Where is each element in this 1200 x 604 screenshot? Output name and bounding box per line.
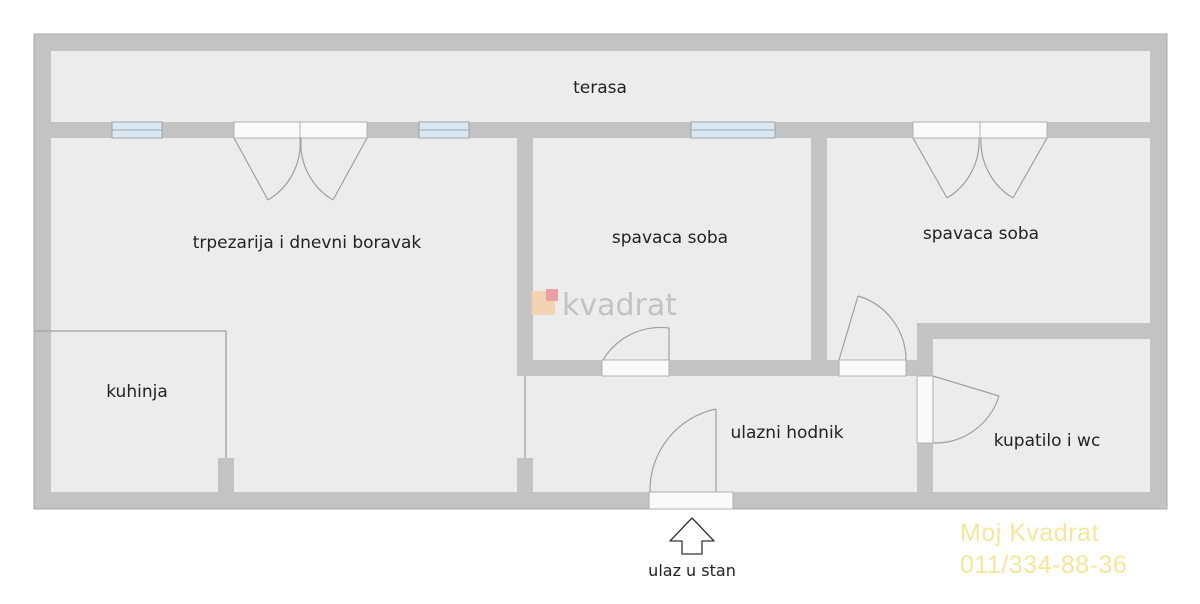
label-dining-living: trpezarija i dnevni boravak (193, 233, 422, 253)
door-bathroom (916, 375, 1000, 444)
window-3 (690, 121, 776, 139)
wall-stub-hallway (517, 458, 533, 492)
window-2 (418, 121, 470, 139)
wall-stub-kitchen (218, 458, 234, 492)
label-bedroom-2: spavaca soba (923, 224, 1039, 244)
label-entry: ulaz u stan (648, 561, 736, 580)
double-door-living (233, 121, 368, 201)
wall-bedroom1-bedroom2 (811, 138, 827, 376)
door-entry (648, 408, 734, 510)
double-door-bedroom2 (912, 121, 1048, 199)
contact-name: Moj Kvadrat (960, 519, 1099, 547)
window-1 (111, 121, 163, 139)
watermark-text: kvadrat (562, 288, 677, 323)
watermark-logo: kvadrat (531, 288, 677, 323)
door-bedroom1 (601, 326, 670, 377)
label-terrace: terasa (573, 78, 627, 98)
label-hallway: ulazni hodnik (730, 423, 843, 443)
wall-bathroom-top (917, 323, 1150, 339)
floor (51, 51, 1150, 492)
contact-phone: 011/334-88-36 (960, 551, 1128, 579)
label-bathroom: kupatilo i wc (994, 431, 1101, 451)
door-bedroom2 (838, 295, 907, 377)
entry-arrow-icon (669, 517, 715, 555)
wall-living-bedroom1 (517, 138, 533, 376)
label-kitchen: kuhinja (106, 382, 168, 402)
label-bedroom-1: spavaca soba (612, 228, 728, 248)
watermark-square-2 (546, 289, 558, 301)
